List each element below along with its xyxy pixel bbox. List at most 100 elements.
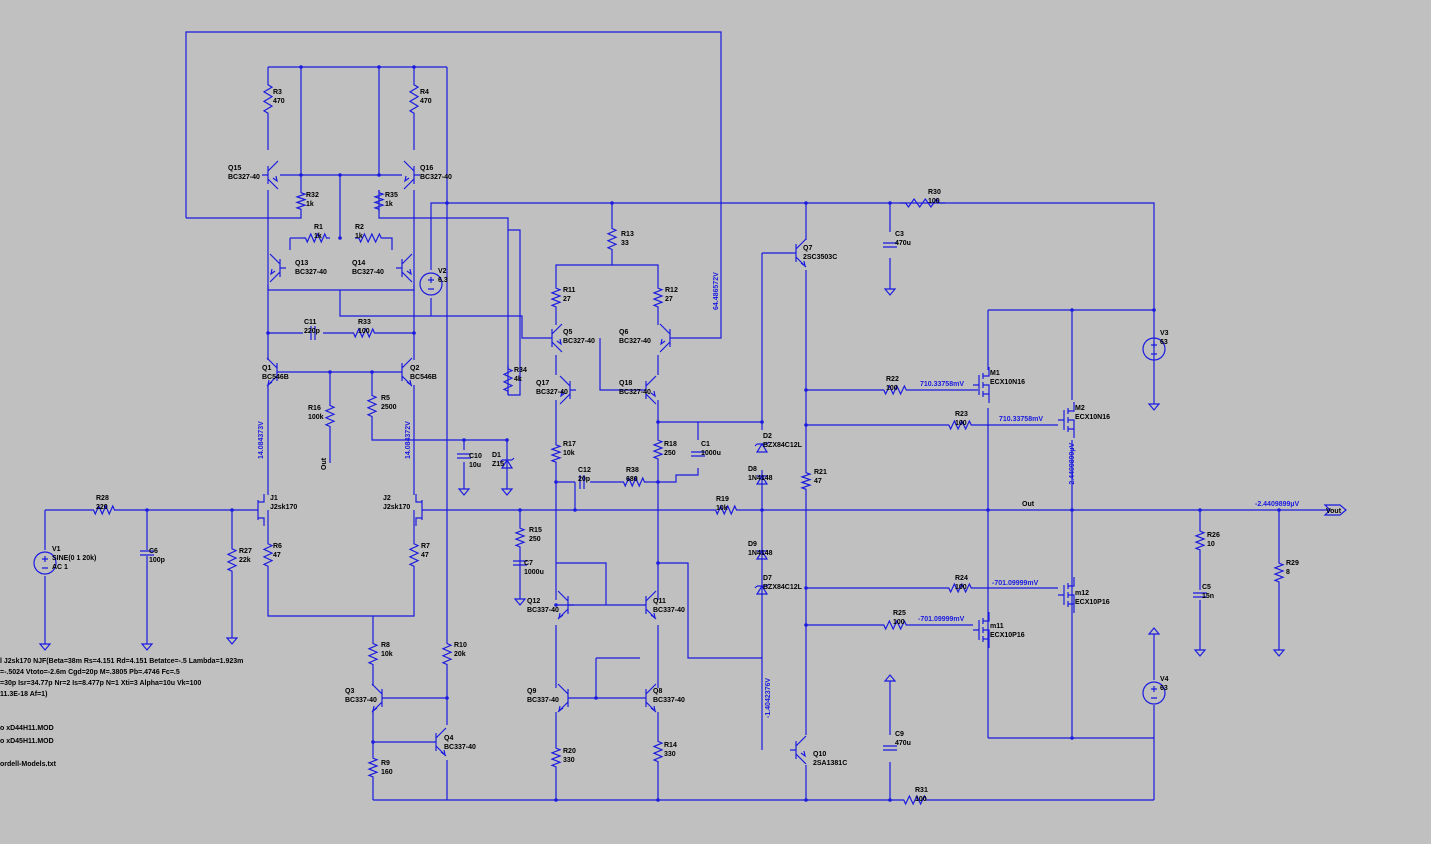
components[interactable] (33, 80, 1347, 806)
transistor-q11[interactable] (640, 590, 657, 620)
resistor-body (408, 540, 420, 570)
capacitor-c12[interactable] (579, 475, 585, 489)
mosfet-m12[interactable] (1058, 577, 1075, 613)
resistor-r28[interactable] (90, 504, 118, 516)
resistor-r11[interactable] (550, 285, 562, 310)
transistor-q14[interactable] (396, 253, 413, 283)
resistor-r23[interactable] (945, 419, 975, 431)
transistor-q3[interactable] (371, 683, 388, 713)
polarity-marks (1151, 342, 1157, 355)
resistor-r22[interactable] (880, 384, 910, 396)
resistor-r12[interactable] (652, 285, 664, 310)
resistor-r25[interactable] (880, 619, 910, 631)
output-port[interactable] (1323, 504, 1347, 516)
source-circle (1142, 681, 1166, 705)
resistor-r7[interactable] (408, 540, 420, 570)
jfet-j1[interactable] (250, 494, 265, 526)
resistor-r35[interactable] (373, 190, 385, 212)
r25-value-label: 100 (893, 619, 905, 626)
resistor-r8[interactable] (367, 640, 379, 668)
resistor-r24[interactable] (945, 582, 975, 594)
transistor-q12[interactable] (557, 590, 574, 620)
junction-dot (804, 423, 808, 427)
resistor-r14[interactable] (652, 738, 664, 765)
junction-dot (377, 65, 381, 69)
resistor-r17[interactable] (550, 442, 562, 465)
junction-dot (804, 586, 808, 590)
resistor-r34[interactable] (502, 365, 514, 395)
resistor-r15[interactable] (514, 525, 526, 550)
resistor-r19[interactable] (712, 504, 740, 516)
resistor-r38[interactable] (620, 476, 648, 488)
capacitor-c10[interactable] (457, 453, 471, 459)
transistor-q10[interactable] (790, 735, 807, 765)
resistor-r10[interactable] (441, 640, 453, 668)
resistor-r9[interactable] (367, 755, 379, 780)
mosfet-m1[interactable] (973, 367, 990, 403)
net-label-out: Out (1022, 501, 1035, 508)
r35-ref-label: R35 (385, 192, 398, 199)
resistor-body (302, 232, 330, 244)
capacitor-c11[interactable] (310, 326, 316, 340)
diode-d1[interactable] (499, 457, 515, 469)
transistor-q1[interactable] (266, 357, 283, 387)
transistor-q7[interactable] (790, 238, 807, 268)
voltage-annotation: 710.33758mV (920, 381, 964, 388)
capacitor-c5[interactable] (1193, 592, 1207, 598)
resistor-r13[interactable] (606, 225, 618, 253)
jfet-j2[interactable] (415, 494, 430, 526)
voltage-source-v1[interactable] (33, 551, 57, 575)
capacitor-c6[interactable] (140, 550, 154, 556)
transistor-q2[interactable] (396, 357, 413, 387)
v2-value-label: 6.3 (438, 277, 448, 284)
transistor-q4[interactable] (430, 727, 447, 757)
resistor-r20[interactable] (550, 745, 562, 770)
c5-ref-label: C5 (1202, 584, 1211, 591)
voltage-source-v2[interactable] (419, 272, 443, 296)
transistor-q18[interactable] (640, 375, 657, 405)
transistor-q5[interactable] (546, 323, 563, 353)
resistor-r2[interactable] (355, 232, 385, 244)
capacitor-c7[interactable] (513, 560, 527, 566)
resistor-r21[interactable] (800, 470, 812, 492)
voltage-source-v4[interactable] (1142, 681, 1166, 705)
resistor-r33[interactable] (350, 327, 378, 339)
emitter-arrow (556, 338, 562, 346)
capacitor-c3[interactable] (883, 242, 897, 248)
diode-d9[interactable] (755, 549, 769, 560)
diode-d2[interactable] (754, 441, 770, 453)
diode-d7[interactable] (754, 583, 770, 595)
resistor-r1[interactable] (302, 232, 330, 244)
transistor-q15[interactable] (262, 160, 279, 190)
resistor-r27[interactable] (226, 545, 238, 575)
resistor-r30[interactable] (900, 197, 945, 209)
transistor-q8[interactable] (640, 683, 657, 713)
resistor-r31[interactable] (900, 794, 930, 806)
capacitor-c9[interactable] (883, 745, 897, 751)
resistor-r5[interactable] (366, 392, 378, 420)
resistor-body (366, 392, 378, 420)
resistor-r4[interactable] (408, 80, 420, 118)
r29-ref-label: R29 (1286, 560, 1299, 567)
resistor-r6[interactable] (262, 540, 274, 570)
voltage-source-v3[interactable] (1142, 337, 1166, 361)
resistor-r18[interactable] (652, 437, 664, 462)
transistor-q16[interactable] (403, 160, 420, 190)
mosfet-m2[interactable] (1058, 402, 1075, 438)
mosfet-m11[interactable] (973, 612, 990, 648)
resistor-r26[interactable] (1194, 528, 1206, 553)
transistor-body (559, 375, 576, 405)
resistor-r16[interactable] (324, 402, 336, 430)
transistor-q9[interactable] (557, 683, 574, 713)
resistor-r3[interactable] (262, 80, 274, 118)
capacitor-c1[interactable] (691, 451, 705, 457)
transistor-q6[interactable] (659, 323, 676, 353)
diode-d8[interactable] (755, 474, 769, 485)
transistor-q17[interactable] (559, 375, 576, 405)
wire (658, 468, 699, 483)
resistor-r29[interactable] (1273, 560, 1285, 585)
transistor-q13[interactable] (269, 253, 286, 283)
capacitor-plates (883, 242, 897, 248)
resistor-r32[interactable] (295, 190, 307, 212)
